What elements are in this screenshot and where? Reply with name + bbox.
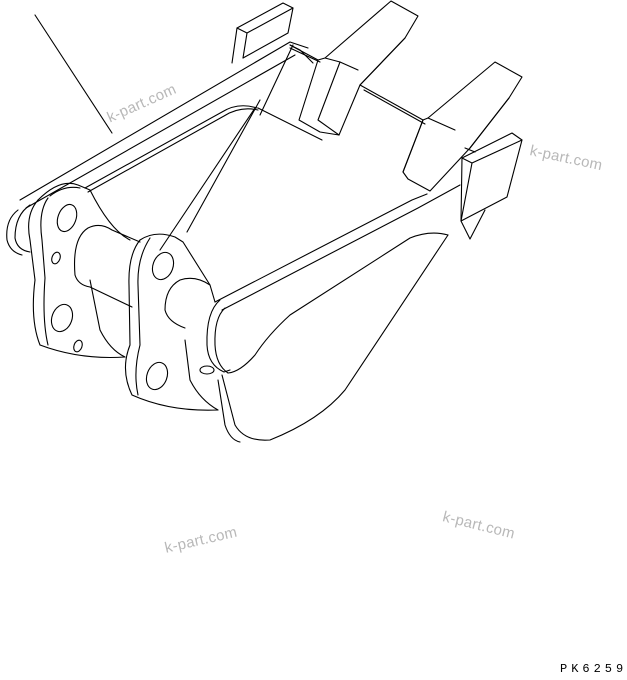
mounting-bracket-left — [28, 182, 131, 359]
leader-lines — [34, 14, 261, 233]
bucket-rim — [6, 41, 323, 256]
bucket-tooth-1 — [298, 0, 419, 136]
bucket-tooth-2 — [402, 61, 523, 192]
tooth-crossbar — [289, 44, 426, 125]
bucket-body-line — [159, 107, 256, 251]
back-plate — [231, 2, 294, 64]
mounting-bracket-right — [124, 233, 219, 411]
side-cutter — [460, 132, 523, 222]
pin-boss — [73, 224, 216, 329]
side-wall — [206, 184, 486, 443]
drawing-code: PK62594 — [560, 662, 627, 676]
